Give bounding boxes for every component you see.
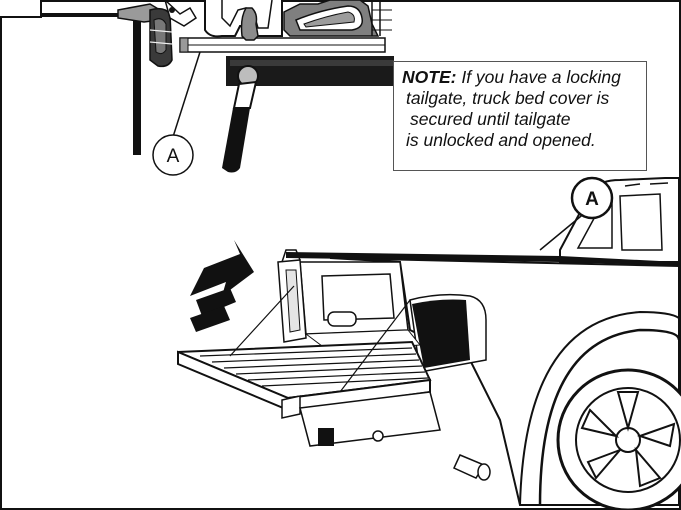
truck-bed-cover (286, 252, 679, 266)
note-line-2: tailgate, truck bed cover is (406, 88, 610, 108)
latch-detail-drawing (40, 0, 394, 173)
step-number-box (0, 0, 42, 18)
right-support-cable (339, 299, 411, 393)
note-line-4: is unlocked and opened. (406, 130, 596, 150)
cab-window-side (619, 193, 663, 251)
cover-callout-leader (539, 211, 587, 251)
latch-cam (240, 7, 259, 41)
tail-light (412, 299, 470, 368)
locking-tailgate-note: NOTE: If you have a locking tailgate, tr… (393, 61, 647, 171)
rear-bumper (299, 391, 441, 447)
motion-arrow-icon (190, 240, 254, 332)
cover-callout: A (570, 176, 614, 220)
note-line-3: secured until tailgate (410, 109, 571, 129)
note-keyword: NOTE: (402, 67, 457, 87)
bed-wall (133, 15, 141, 155)
note-line-1: If you have a locking (461, 67, 621, 87)
latch-callout-label: A (167, 146, 180, 167)
truck-drawing (177, 177, 681, 510)
latch-callout: A (152, 134, 194, 176)
latch-callout-leader (171, 51, 201, 141)
cover-callout-label: A (585, 189, 599, 210)
exhaust-pipe (453, 454, 486, 479)
trailer-hitch (318, 428, 334, 446)
lever-grip (222, 108, 250, 173)
wheel-arch (538, 328, 681, 506)
left-support-cable (229, 285, 295, 357)
